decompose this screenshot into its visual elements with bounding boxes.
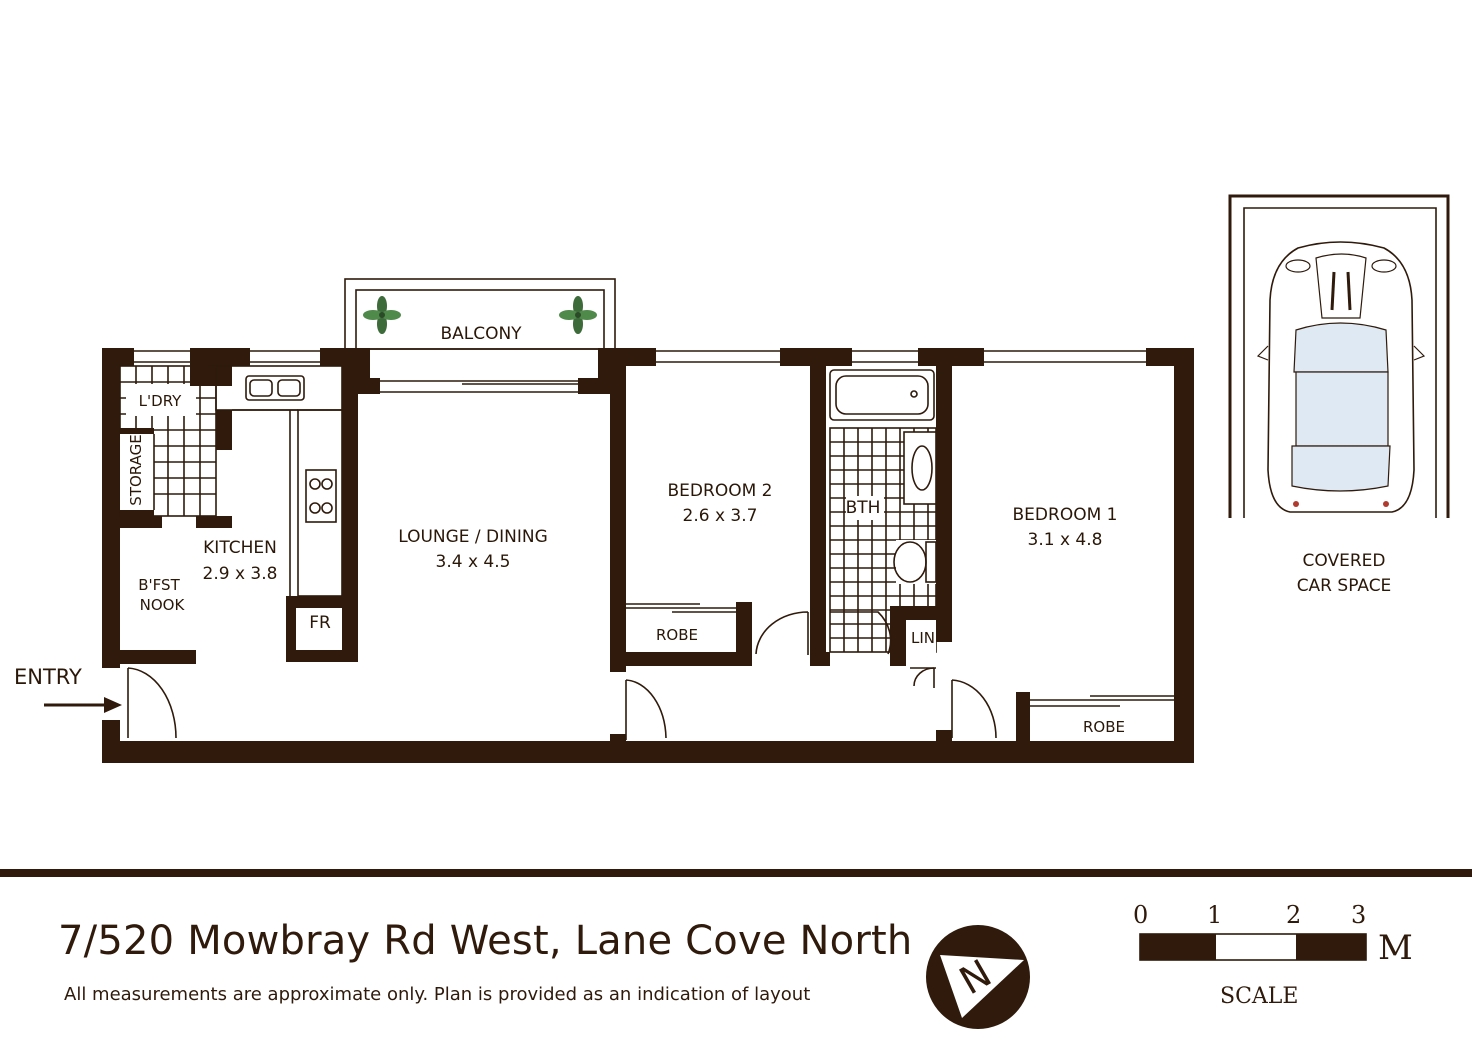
bedroom2-size: 2.6 x 3.7 — [683, 506, 758, 526]
bedroom-1: ROBE BEDROOM 1 3.1 x 4.8 — [951, 505, 1174, 744]
nook-label-line1: B'FST — [138, 576, 180, 594]
lounge-label: LOUNGE / DINING — [398, 527, 548, 547]
scale-unit: M — [1378, 928, 1413, 968]
storage-label: STORAGE — [127, 434, 145, 505]
laundry-label: L'DRY — [139, 392, 182, 410]
toilet-icon — [893, 540, 937, 584]
scale-tick-1: 1 — [1207, 901, 1223, 929]
robe1-label: ROBE — [1083, 718, 1125, 736]
scale-bar — [1139, 933, 1367, 961]
bathtub-icon — [826, 366, 938, 422]
bedroom1-label: BEDROOM 1 — [1013, 505, 1118, 525]
fridge-label: FR — [309, 613, 331, 633]
north-compass-icon: N — [926, 925, 1030, 1029]
vanity-icon — [903, 431, 937, 505]
linen-label: LIN — [911, 629, 935, 647]
bathroom-label: BTH — [846, 498, 881, 518]
robe2-label: ROBE — [656, 626, 698, 644]
covered-car-space: COVERED CAR SPACE — [1228, 194, 1450, 596]
sink-icon — [245, 375, 305, 401]
plant-right-icon — [559, 296, 597, 334]
car-space-label-line1: COVERED — [1303, 551, 1386, 571]
disclaimer: All measurements are approximate only. P… — [64, 984, 811, 1005]
entry-label: ENTRY — [14, 665, 82, 689]
entry: ENTRY — [14, 665, 177, 739]
lounge-size: 3.4 x 4.5 — [436, 552, 511, 572]
property-address: 7/520 Mowbray Rd West, Lane Cove North — [58, 918, 913, 964]
cooktop-icon — [305, 469, 337, 523]
scale-label: SCALE — [1220, 984, 1299, 1009]
scale-tick-3: 3 — [1351, 901, 1367, 929]
plant-left-icon — [363, 296, 401, 334]
entry-arrow-icon — [44, 697, 122, 713]
scale-tick-2: 2 — [1286, 901, 1302, 929]
balcony-label: BALCONY — [440, 324, 522, 344]
bedroom2-label: BEDROOM 2 — [668, 481, 773, 501]
kitchen-label: KITCHEN — [203, 538, 277, 558]
car-icon — [1256, 241, 1426, 513]
windows — [134, 350, 1146, 363]
bedroom1-size: 3.1 x 4.8 — [1028, 530, 1103, 550]
nook-label-line2: NOOK — [140, 596, 186, 614]
bathroom: BTH LIN — [812, 366, 952, 744]
car-space-label-line2: CAR SPACE — [1297, 576, 1392, 596]
kitchen-size: 2.9 x 3.8 — [203, 564, 278, 584]
footer-divider — [0, 869, 1472, 877]
kitchen-area: L'DRY STORAGE FR — [119, 348, 358, 664]
scale-tick-0: 0 — [1133, 901, 1149, 929]
lounge-dining: LOUNGE / DINING 3.4 x 4.5 — [398, 527, 548, 572]
bedroom-2: ROBE BEDROOM 2 2.6 x 3.7 — [610, 366, 826, 744]
balcony: BALCONY — [344, 278, 616, 394]
